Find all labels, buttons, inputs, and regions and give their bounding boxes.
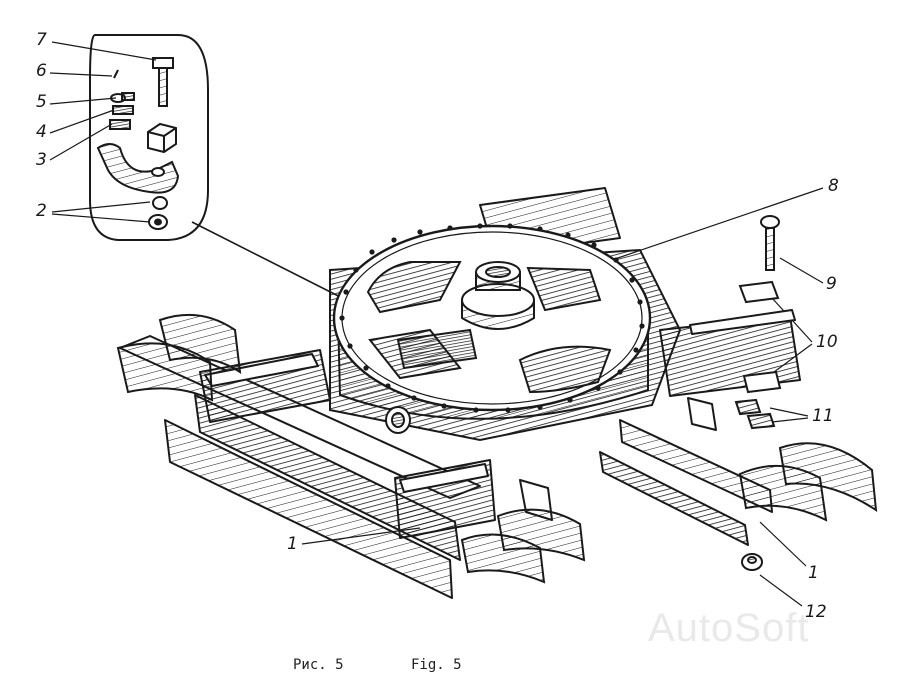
callout-label-11: 11 [812,406,834,426]
plate-window-left [366,261,462,314]
bolt-7 [152,57,174,107]
side-beam-left [164,419,453,599]
callout-label-7: 7 [36,30,47,50]
loose-parts [734,215,782,571]
plate-bolts [339,223,645,413]
callout-label-12: 12 [805,602,827,622]
eye-bolt-9 [760,215,780,271]
brake-shoe-left-lower [116,342,214,402]
kingpin-hub [461,261,535,330]
brake-shoe-front-2 [496,508,586,562]
callout-label-5: 5 [36,92,47,112]
caption-english: Fig. 5 [411,657,462,673]
plate-window-bottom-right [518,345,612,394]
plate-window-right [526,266,602,312]
plate-slot [396,328,478,370]
brake-shoes [116,313,878,584]
plate-10-upper [738,280,780,304]
nut-12 [741,553,763,571]
nut-block [147,122,177,154]
pin-6 [113,69,119,79]
pad-11-b [746,412,776,430]
callout-label-4: 4 [36,122,47,142]
callout-label-10: 10 [816,332,838,352]
side-bracket [687,397,717,431]
plate-10-lower [742,370,782,394]
washer-4 [112,105,134,115]
brake-shoe-right-2 [778,442,878,512]
callout-label-3: 3 [36,150,47,170]
washer-5 [110,92,135,103]
watermark-text: AutoSoft [648,606,810,650]
callout-label-1-right: 1 [808,563,819,583]
clamp-segment [96,143,180,194]
side-beam-right [599,451,749,546]
callout-label-9: 9 [826,274,837,294]
callout-label-1: 1 [287,534,298,554]
caption-russian: Рис. 5 [293,657,344,673]
inset-outline [89,34,209,241]
washer-3 [109,119,131,130]
nuts-2 [148,196,168,230]
fastener-inset [89,34,209,241]
callout-label-8: 8 [828,176,839,196]
callout-label-6: 6 [36,61,47,81]
pad-11-a [734,398,762,416]
callout-label-2: 2 [36,201,47,221]
turntable [329,223,682,442]
